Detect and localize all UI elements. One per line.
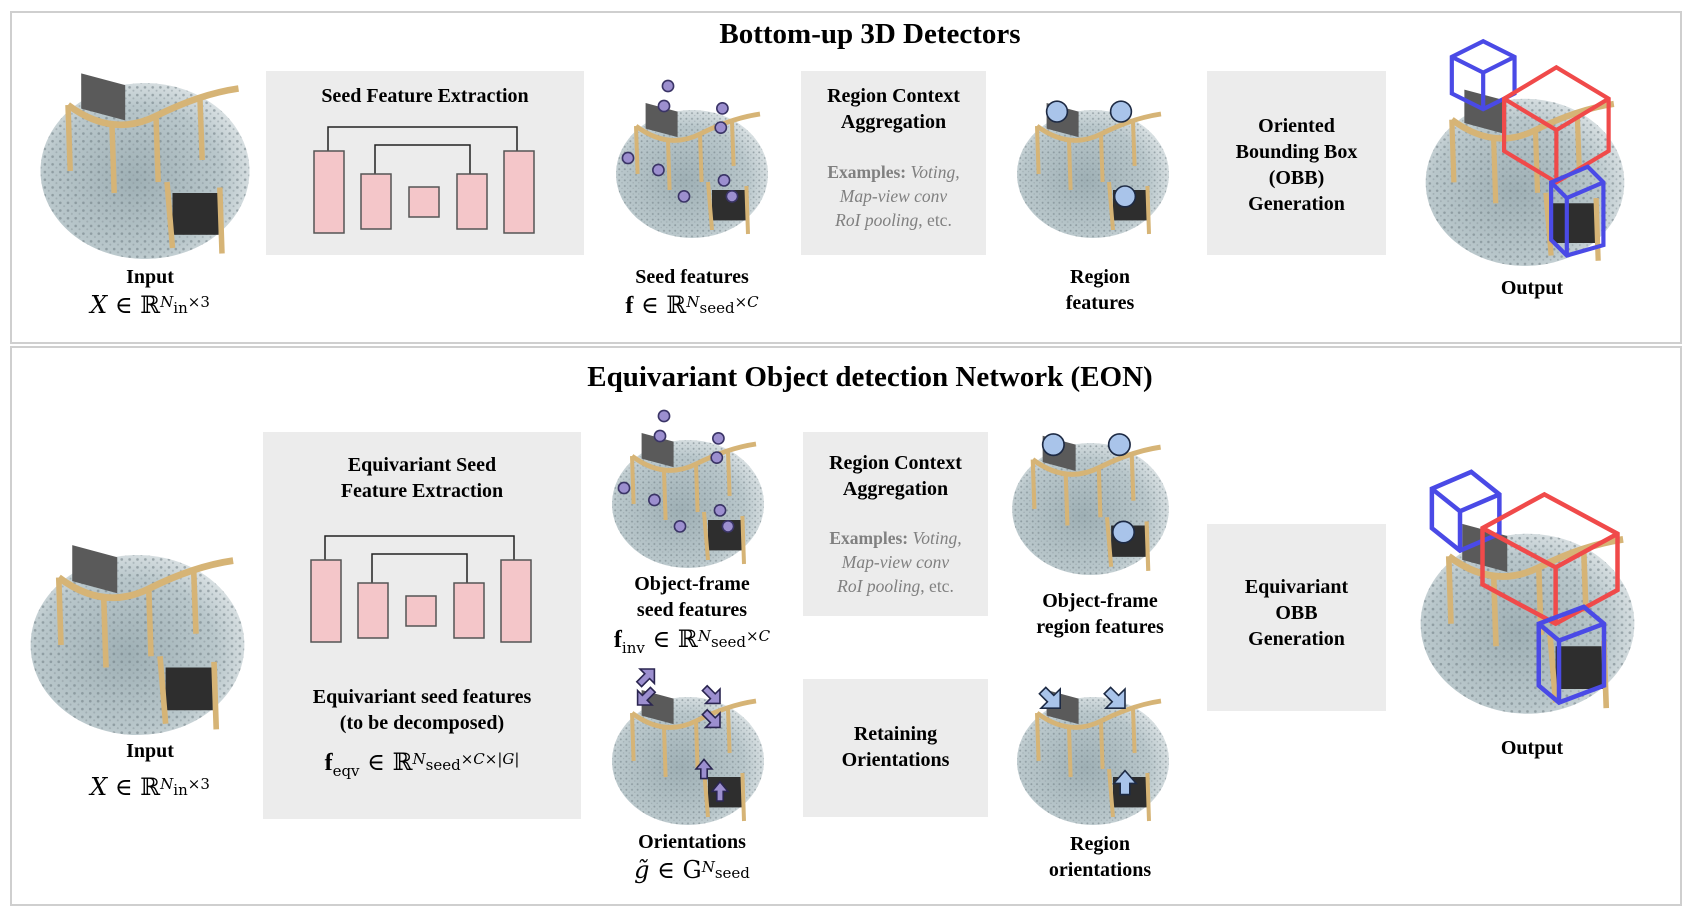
eon-region-title-2: Aggregation	[842, 478, 949, 500]
top-input-math: X ∈ ℝNin×3	[90, 291, 210, 319]
bottom-input-label: Input	[126, 740, 174, 762]
region-orient-label-2: orientations	[1048, 859, 1152, 881]
obb-title-2: Bounding Box	[1235, 141, 1358, 163]
eq-box-title-1: Equivariant Seed	[347, 454, 497, 476]
eobb-title-2: OBB	[1275, 602, 1318, 624]
top-seed-math: f ∈ ℝNseed×C	[625, 291, 759, 319]
equivariant-seed-extraction-box: Equivariant Seed Feature Extraction Equi…	[263, 432, 581, 819]
point-cloud-scene	[35, 38, 255, 260]
obb-title-4: Generation	[1248, 193, 1345, 215]
top-output-label: Output	[1500, 277, 1564, 299]
unet-block-icon	[313, 126, 535, 234]
top-input-label: Input	[126, 266, 174, 288]
region-context-title-1: Region Context	[827, 85, 960, 107]
unet-block-icon	[310, 535, 532, 643]
region-circle-icon	[1045, 100, 1137, 208]
obj-seed-label-1: Object-frame	[634, 573, 750, 595]
obb-title-1: Oriented	[1258, 115, 1335, 137]
obj-region-label-2: region features	[1036, 616, 1164, 638]
eq-box-title-2: Feature Extraction	[340, 480, 504, 502]
point-cloud-scene	[25, 510, 250, 735]
eq-feature-math: feqv ∈ ℝNseed×C×|G|	[324, 748, 520, 780]
region-orient-label-1: Region	[1070, 833, 1130, 855]
orientations-math: g̃ ∈ GNseed	[634, 856, 750, 884]
orientations-label: Orientations	[638, 831, 746, 853]
bottom-output-label: Output	[1500, 737, 1564, 759]
obj-seed-label-2: seed features	[636, 599, 748, 621]
output-cloud	[1420, 38, 1630, 266]
region-context-title-2: Aggregation	[840, 111, 947, 133]
region-context-box: Region Context Aggregation Examples: Vot…	[801, 71, 986, 255]
region-context-box-eon: Region Context Aggregation Examples: Vot…	[803, 432, 988, 616]
bounding-box-icon	[1429, 469, 1620, 706]
top-seed-label: Seed features	[635, 266, 749, 288]
top-region-label-2: features	[1065, 292, 1135, 314]
eq-feature-label-2: (to be decomposed)	[339, 712, 505, 734]
eon-examples-line-3: RoI pooling, etc.	[837, 576, 954, 596]
examples-line-1: Examples: Voting,	[827, 162, 960, 182]
obb-generation-box: Oriented Bounding Box (OBB) Generation	[1207, 71, 1386, 255]
equivariant-obb-box: Equivariant OBB Generation	[1207, 524, 1386, 711]
obj-region-label-1: Object-frame	[1042, 590, 1158, 612]
seed-cloud	[612, 79, 772, 238]
orientations-cloud	[608, 668, 768, 825]
top-region-label-1: Region	[1070, 266, 1130, 288]
region-circle-icon	[1041, 433, 1136, 544]
examples-line-2: Map-view conv	[839, 186, 948, 206]
retain-title-2: Orientations	[841, 749, 950, 771]
seed-extraction-title: Seed Feature Extraction	[321, 85, 529, 107]
seed-extraction-box: Seed Feature Extraction	[266, 71, 584, 255]
eq-feature-label-1: Equivariant seed features	[312, 686, 532, 708]
region-cloud	[1013, 100, 1173, 238]
seed-point-icon	[617, 409, 735, 533]
object-frame-region-cloud	[1008, 433, 1173, 575]
eobb-title-1: Equivariant	[1244, 576, 1349, 598]
obj-seed-math: finv ∈ ℝNseed×C	[613, 625, 771, 657]
eon-output-cloud	[1415, 469, 1640, 715]
eon-region-title-1: Region Context	[829, 452, 962, 474]
region-orientations-cloud	[1013, 686, 1173, 825]
object-frame-seed-cloud	[608, 409, 768, 568]
examples-line-3: RoI pooling, etc.	[835, 210, 952, 230]
bounding-box-icon	[1449, 38, 1611, 258]
retain-title-1: Retaining	[853, 723, 938, 745]
retaining-orientations-box: Retaining Orientations	[803, 679, 988, 817]
bottom-input-math: X ∈ ℝNin×3	[90, 773, 210, 801]
eon-examples-line-1: Examples: Voting,	[829, 528, 962, 548]
bottom-title: Equivariant Object detection Network (EO…	[587, 361, 1153, 393]
orientation-arrow-icon	[635, 668, 730, 802]
seed-point-icon	[621, 79, 739, 203]
eon-examples-line-2: Map-view conv	[841, 552, 950, 572]
obb-title-3: (OBB)	[1268, 167, 1325, 189]
top-title: Bottom-up 3D Detectors	[719, 18, 1021, 50]
eobb-title-3: Generation	[1248, 628, 1345, 650]
orientation-arrow-icon	[1038, 686, 1138, 796]
